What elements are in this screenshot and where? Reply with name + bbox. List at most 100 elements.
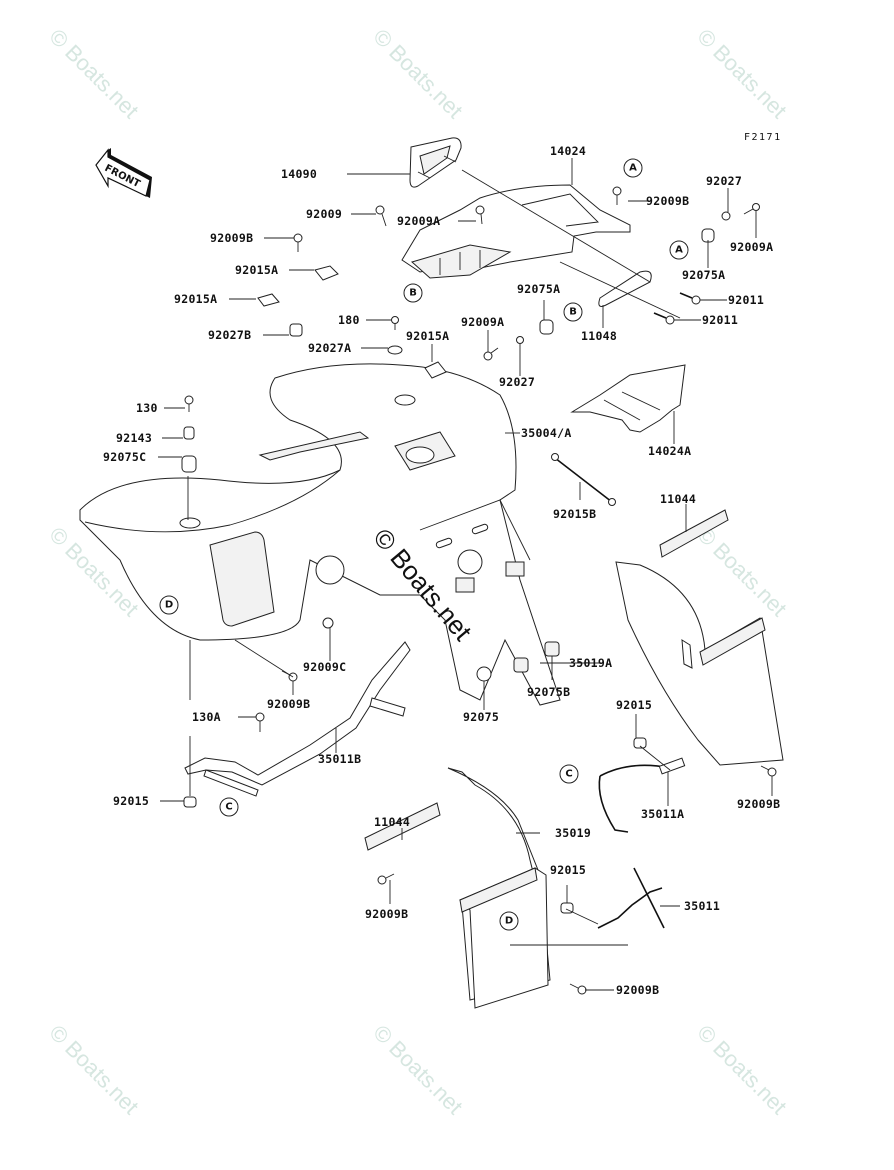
watermark: © Boats.net [44, 1020, 143, 1119]
part-label-14024A: 14024A [648, 444, 691, 458]
callout-a: A [669, 240, 689, 260]
part-label-92009B: 92009B [616, 983, 659, 997]
screw-icon [475, 205, 485, 225]
screw-icon [375, 205, 387, 227]
washer-icon [424, 361, 447, 379]
screw-icon [281, 670, 298, 682]
part-label-92015: 92015 [113, 794, 149, 808]
callout-letter: D [165, 600, 173, 611]
part-11044-flap-strip-right [659, 509, 729, 558]
part-labels: 14090 14024 92009B 92027 92009A 92009 92… [103, 144, 780, 997]
part-label-92009A: 92009A [397, 214, 440, 228]
leader-lines [158, 158, 773, 991]
part-label-92009B: 92009B [737, 797, 780, 811]
screw-icon [293, 233, 303, 252]
part-label-92015: 92015 [616, 698, 652, 712]
callout-c: C [219, 797, 239, 817]
part-label-92011: 92011 [702, 313, 738, 327]
part-label-92009: 92009 [306, 207, 342, 221]
part-label-92075: 92075 [463, 710, 499, 724]
part-label-92011: 92011 [728, 293, 764, 307]
callout-d: D [499, 911, 519, 931]
washer-icon [721, 211, 731, 221]
part-label-92027A: 92027A [308, 341, 351, 355]
part-label-35011: 35011 [684, 899, 720, 913]
part-label-92015: 92015 [550, 863, 586, 877]
clip-icon [322, 617, 334, 629]
part-14024A-bracket [570, 364, 686, 433]
part-label-92015B: 92015B [553, 507, 596, 521]
part-14024-cover [401, 184, 631, 279]
part-35019-mudflap-lower [447, 767, 551, 1009]
part-label-35011A: 35011A [641, 807, 684, 821]
washer-icon [387, 345, 403, 355]
screw-icon [391, 316, 399, 330]
part-label-92027B: 92027B [208, 328, 251, 342]
callout-b: B [403, 283, 423, 303]
part-11044-flap-strip-left [364, 802, 441, 851]
part-label-14090: 14090 [281, 167, 317, 181]
washer-icon [516, 336, 524, 344]
screw-icon [760, 765, 777, 777]
part-label-92015A: 92015A [406, 329, 449, 343]
part-label-92075A: 92075A [517, 282, 560, 296]
callout-a: A [623, 158, 643, 178]
part-92015B-strap [551, 453, 616, 506]
leader-line [461, 169, 651, 283]
callout-letter: A [629, 163, 637, 174]
callout-letter: C [225, 802, 232, 813]
part-label-92009B: 92009B [267, 697, 310, 711]
part-14090-reflector [409, 137, 462, 188]
part-label-14024: 14024 [550, 144, 586, 158]
part-label-35004-A: 35004/A [521, 426, 572, 440]
grommet-icon [289, 323, 303, 337]
screw-icon [483, 347, 499, 361]
part-label-92009B: 92009B [210, 231, 253, 245]
figure-code: F2171 [744, 132, 782, 143]
callout-letter: A [675, 245, 683, 256]
part-35011B-bracket [184, 641, 411, 797]
part-label-11044: 11044 [374, 815, 410, 829]
part-label-92015A: 92015A [174, 292, 217, 306]
part-label-11048: 11048 [581, 329, 617, 343]
nut-icon [633, 737, 647, 749]
bolt-icon [679, 292, 701, 305]
bolt-icon [255, 712, 265, 732]
part-label-92009A: 92009A [461, 315, 504, 329]
front-direction-arrow: FRONT [95, 148, 152, 198]
part-label-35011B: 35011B [318, 752, 361, 766]
callout-b: B [563, 302, 583, 322]
watermark: © Boats.net [692, 1020, 791, 1119]
washer-icon [257, 293, 280, 307]
collar-icon [183, 426, 195, 440]
callout-letter: D [505, 916, 513, 927]
part-label-92075C: 92075C [103, 450, 146, 464]
part-label-92009C: 92009C [303, 660, 346, 674]
callout-letter: C [565, 769, 572, 780]
part-label-130: 130 [136, 401, 158, 415]
grommet-icon [513, 657, 529, 673]
part-label-130A: 130A [192, 710, 221, 724]
part-label-92075A: 92075A [682, 268, 725, 282]
part-label-92143: 92143 [116, 431, 152, 445]
part-label-11044: 11044 [660, 492, 696, 506]
cap-icon [476, 666, 492, 682]
part-35011A-bracket [598, 757, 686, 833]
grommet-icon [544, 641, 560, 657]
part-label-92009B: 92009B [646, 194, 689, 208]
bolt-icon [184, 395, 194, 412]
watermark: © Boats.net [368, 24, 467, 123]
callout-letter: B [569, 307, 577, 318]
screw-icon [569, 983, 587, 995]
leader-line [559, 261, 681, 319]
watermark: © Boats.net [692, 522, 791, 621]
screw-icon [743, 203, 760, 215]
bolt-icon [653, 312, 675, 325]
watermark: © Boats.net [368, 1020, 467, 1119]
part-label-92009A: 92009A [730, 240, 773, 254]
part-label-35019A: 35019A [569, 656, 612, 670]
washer-icon [314, 265, 339, 281]
callout-c: C [559, 764, 579, 784]
part-35004-fender [79, 363, 561, 706]
